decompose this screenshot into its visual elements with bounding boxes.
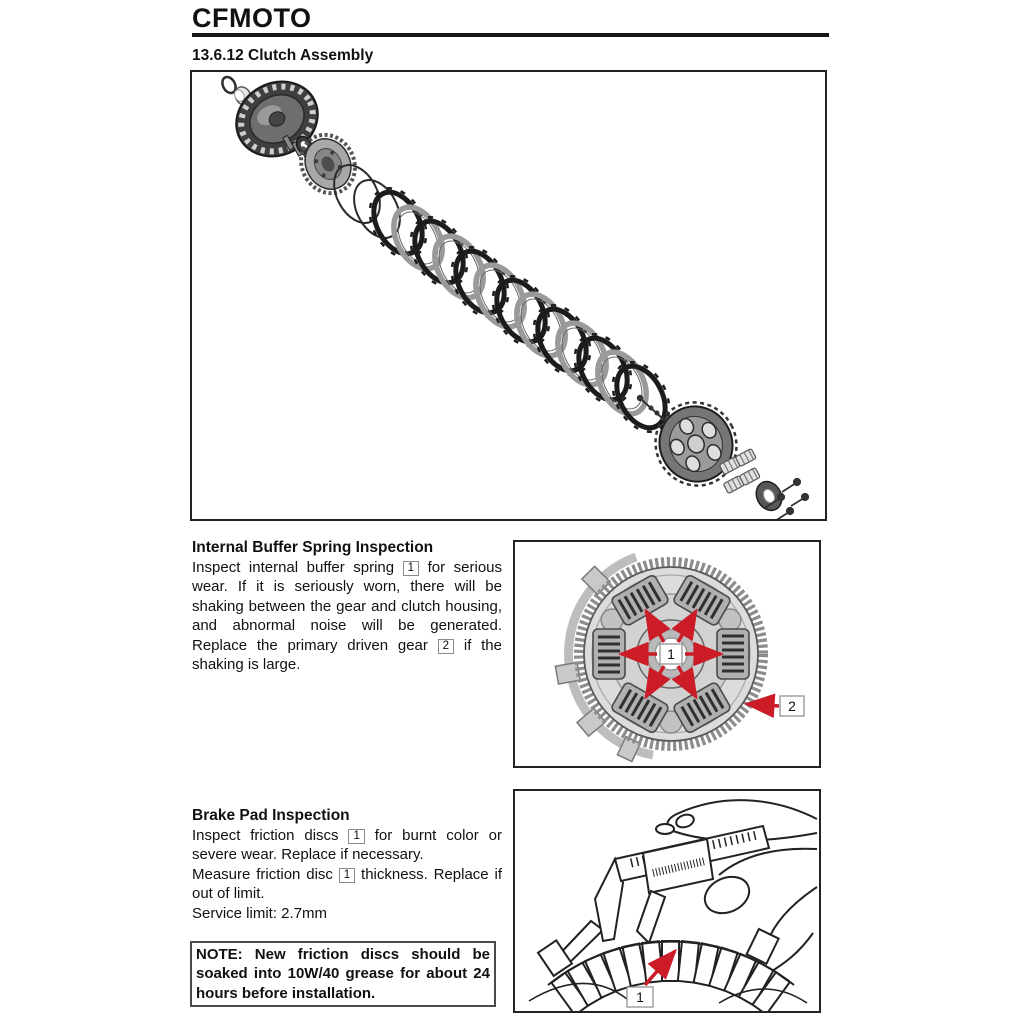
buffer-text-seg1: Inspect internal buffer spring — [192, 559, 395, 576]
figure-label-1: 1 — [659, 643, 683, 665]
note-box: NOTE: New friction discs should be soake… — [190, 941, 496, 1008]
figure-label-1: 1 — [626, 948, 678, 1008]
svg-text:1: 1 — [667, 646, 675, 662]
buffer-spring-drawing: 1 2 — [554, 552, 805, 763]
brake-text-seg4: thickness. Replace if out of limit. — [192, 865, 502, 903]
section-title: 13.6.12 Clutch Assembly — [192, 47, 374, 64]
brake-text-seg2: for burnt color or severe wear. Replace … — [192, 827, 502, 864]
figure-label-2: 2 — [743, 693, 805, 718]
brake-text-seg3: Measure friction disc — [192, 865, 333, 883]
brake-text-seg1: Inspect friction discs — [192, 827, 339, 844]
part-ref-1: 1 — [348, 829, 365, 844]
service-limit-text: Service limit: 2.7mm — [192, 904, 328, 922]
buffer-section-heading: Internal Buffer Spring Inspection — [192, 539, 434, 556]
clutch-exploded-figure — [190, 70, 827, 521]
brand-logo-text: CFMOTO — [192, 3, 312, 33]
vernier-caliper — [551, 823, 771, 972]
svg-text:1: 1 — [636, 989, 644, 1005]
brake-section-heading: Brake Pad Inspection — [192, 807, 350, 824]
brake-pad-section: Brake Pad Inspection Inspect friction di… — [192, 806, 502, 923]
caliper-drawing: 1 — [528, 799, 818, 1011]
buffer-section-paragraph: Inspect internal buffer spring 1 for ser… — [192, 558, 502, 674]
caliper-measurement-figure: 1 — [513, 789, 821, 1013]
buffer-text-seg3: if the shaking is large. — [192, 636, 502, 674]
spring-arrows — [617, 608, 725, 700]
part-ref-1: 1 — [338, 867, 356, 883]
friction-disc-drawing — [528, 927, 808, 1011]
brake-paragraph-1: Inspect friction discs 1 for burnt color… — [192, 826, 502, 865]
buffer-text-seg2: for serious wear. If it is seriously wor… — [192, 559, 503, 654]
brake-paragraph-2: Measure friction disc 1 thickness. Repla… — [192, 865, 502, 904]
clutch-exploded-drawing — [221, 75, 810, 519]
svg-text:2: 2 — [788, 698, 796, 714]
part-ref-2: 2 — [437, 638, 455, 654]
buffer-spring-section: Internal Buffer Spring Inspection Inspec… — [192, 538, 502, 674]
buffer-spring-figure: 1 2 — [513, 540, 821, 768]
header-divider — [192, 33, 829, 37]
part-ref-1: 1 — [402, 561, 420, 576]
